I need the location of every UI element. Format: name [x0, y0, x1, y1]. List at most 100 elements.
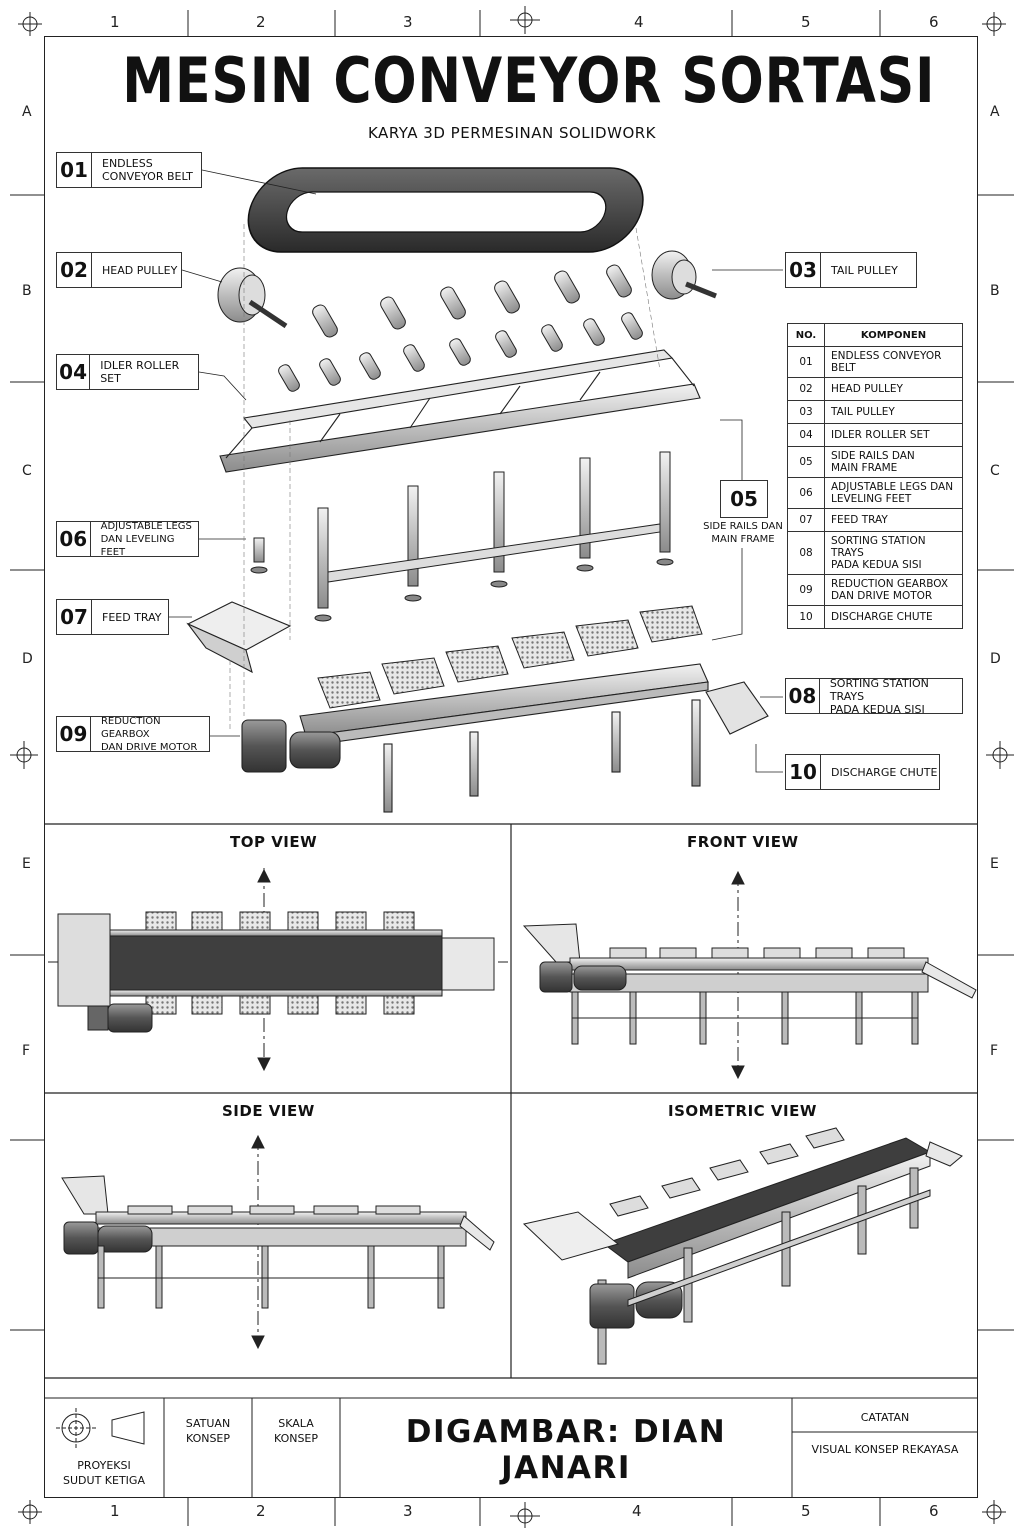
units-label: SATUAN KONSEP: [185, 1417, 231, 1445]
callout-number: 08: [786, 679, 820, 713]
callout-label: ADJUSTABLE LEGS DAN LEVELING FEET: [100, 520, 192, 558]
row-no: 01: [787, 346, 825, 378]
callout-number: 04: [57, 355, 91, 389]
callout-04: 04 IDLER ROLLER SET: [56, 354, 199, 390]
zone-col-1-bottom: 1: [110, 1502, 120, 1520]
callout-number: 09: [57, 717, 91, 751]
callout-02: 02 HEAD PULLEY: [56, 252, 182, 288]
row-component: ENDLESS CONVEYOR BELT: [824, 346, 963, 378]
zone-row-e-left: E: [22, 856, 31, 872]
zone-col-2-bottom: 2: [256, 1502, 266, 1520]
zone-row-d-right: D: [990, 651, 1001, 667]
zone-col-1-top: 1: [110, 13, 120, 31]
row-component: ADJUSTABLE LEGS DAN LEVELING FEET: [824, 477, 963, 509]
zone-row-e-right: E: [990, 856, 999, 872]
zone-col-6-top: 6: [929, 13, 939, 31]
callout-label: TAIL PULLEY: [831, 263, 898, 277]
table-header-row: NO. KOMPONEN: [787, 323, 963, 347]
tail-pulley-illustration: [651, 250, 717, 300]
zone-col-3-bottom: 3: [403, 1502, 413, 1520]
assembled-conveyor-illustration: [241, 663, 769, 813]
callout-number: 01: [57, 153, 92, 187]
zone-col-6-bottom: 6: [929, 1502, 939, 1520]
callout-number: 03: [786, 253, 821, 287]
row-component: SORTING STATION TRAYS PADA KEDUA SISI: [824, 531, 963, 575]
row-component: DISCHARGE CHUTE: [824, 605, 963, 629]
sheet-subtitle: KARYA 3D PERMESINAN SOLIDWORK: [367, 124, 657, 142]
table-header-no: NO.: [787, 323, 825, 347]
zone-ticks: [10, 10, 1014, 1526]
zone-row-a-left: A: [22, 104, 32, 120]
sorting-trays-illustration: [317, 605, 703, 709]
row-no: 02: [787, 377, 825, 401]
table-header-component: KOMPONEN: [824, 323, 963, 347]
sheet-title: MESIN CONVEYOR SORTASI: [122, 44, 936, 117]
callout-number: 10: [786, 755, 821, 789]
view-dividers: [44, 823, 978, 1379]
legs-illustration: [250, 451, 674, 622]
feed-tray-illustration: [186, 601, 292, 674]
zone-col-4-bottom: 4: [632, 1502, 642, 1520]
scale-label: SKALA KONSEP: [273, 1417, 319, 1445]
callout-label: DISCHARGE CHUTE: [831, 765, 938, 779]
isometric-view-title: ISOMETRIC VIEW: [668, 1102, 817, 1120]
zone-row-b-left: B: [22, 283, 32, 299]
zone-row-a-right: A: [990, 104, 1000, 120]
idler-rollers-illustration: [278, 264, 643, 392]
callout-label: ENDLESS CONVEYOR BELT: [102, 157, 193, 183]
zone-col-3-top: 3: [403, 13, 413, 31]
callout-09: 09 REDUCTION GEARBOX DAN DRIVE MOTOR: [56, 716, 210, 753]
zone-col-5-top: 5: [801, 13, 811, 31]
callout-number: 02: [57, 253, 92, 287]
row-no: 10: [787, 605, 825, 629]
callout-07: 07 FEED TRAY: [56, 599, 169, 635]
zone-row-c-left: C: [22, 463, 32, 479]
zone-row-d-left: D: [22, 651, 33, 667]
callout-01: 01 ENDLESS CONVEYOR BELT: [56, 152, 202, 188]
callout-10: 10 DISCHARGE CHUTE: [785, 754, 940, 790]
callout-08: 08 SORTING STATION TRAYS PADA KEDUA SISI: [785, 676, 963, 716]
endless-belt-illustration: [247, 167, 644, 253]
main-frame-illustration: [219, 349, 701, 473]
top-view-title: TOP VIEW: [230, 833, 318, 851]
drawing-border: [44, 36, 978, 1498]
isometric-view-illustration: [522, 1127, 963, 1365]
projection-label: PROYEKSI SUDUT KETIGA: [63, 1459, 145, 1487]
row-no: 06: [787, 477, 825, 509]
title-block-grid: [44, 1397, 978, 1498]
callout-label: FEED TRAY: [102, 610, 162, 624]
callout-06: 06 ADJUSTABLE LEGS DAN LEVELING FEET: [56, 520, 199, 558]
zone-row-f-left: F: [22, 1043, 31, 1059]
row-no: 03: [787, 400, 825, 424]
head-pulley-illustration: [217, 267, 288, 329]
row-no: 09: [787, 574, 825, 606]
side-view-illustration: [61, 1134, 495, 1350]
callout-05-number: 05: [720, 480, 768, 518]
registration-marks: [10, 6, 1014, 1528]
zone-row-f-right: F: [990, 1043, 999, 1059]
row-component: REDUCTION GEARBOX DAN DRIVE MOTOR: [824, 574, 963, 606]
callout-label: SORTING STATION TRAYS PADA KEDUA SISI: [829, 676, 929, 716]
notes-label: CATATAN: [860, 1411, 910, 1424]
designer-credit: DIGAMBAR: DIAN JANARI: [405, 1414, 727, 1486]
callout-number: 07: [57, 600, 92, 634]
row-no: 07: [787, 508, 825, 532]
front-view-illustration: [522, 870, 977, 1080]
zone-col-2-top: 2: [256, 13, 266, 31]
row-no: 04: [787, 423, 825, 447]
zone-row-c-right: C: [990, 463, 1000, 479]
callout-03: 03 TAIL PULLEY: [785, 252, 917, 288]
callout-number: 06: [57, 522, 91, 556]
callout-05-label: SIDE RAILS DAN MAIN FRAME: [703, 521, 783, 545]
zone-col-4-top: 4: [634, 13, 644, 31]
side-view-title: SIDE VIEW: [222, 1102, 315, 1120]
